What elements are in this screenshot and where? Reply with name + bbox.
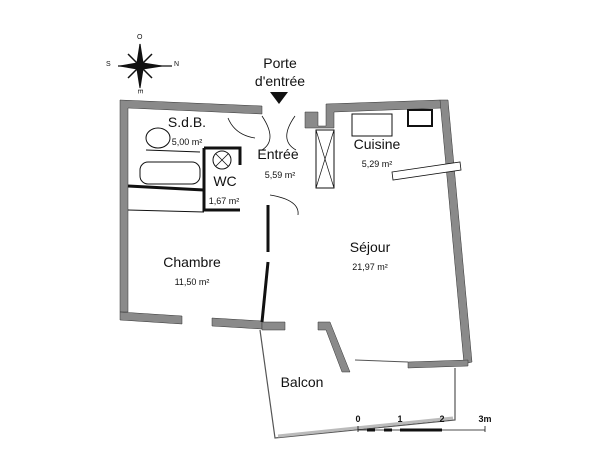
scale-tick-2: 2 bbox=[439, 414, 445, 424]
entrance-label-line1: Porte bbox=[263, 55, 297, 71]
scale-bar bbox=[357, 426, 486, 432]
room-area-sdb: 5,00 m² bbox=[171, 137, 203, 147]
room-area-wc: 1,67 m² bbox=[208, 196, 240, 206]
room-name-entree: Entrée bbox=[257, 146, 299, 162]
room-area-entree: 5,59 m² bbox=[264, 170, 296, 180]
compass-east: E bbox=[135, 89, 143, 94]
scale-tick-0: 0 bbox=[355, 414, 361, 424]
room-name-cuisine: Cuisine bbox=[353, 136, 401, 152]
scale-tick-3m: 3m bbox=[478, 414, 492, 424]
scale-tick-1: 1 bbox=[397, 414, 403, 424]
compass-rose-icon bbox=[118, 43, 172, 89]
entrance-arrow-icon bbox=[270, 92, 288, 104]
room-name-balcon: Balcon bbox=[280, 374, 324, 390]
entrance-label-line2: d'entrée bbox=[254, 73, 306, 89]
compass-west: O bbox=[137, 34, 143, 41]
room-area-chambre: 11,50 m² bbox=[174, 277, 210, 287]
room-name-chambre: Chambre bbox=[163, 254, 221, 270]
room-name-wc: WC bbox=[213, 173, 237, 189]
room-name-sdb: S.d.B. bbox=[167, 114, 207, 130]
compass-south: S bbox=[106, 61, 111, 68]
balcony-outline bbox=[259, 329, 456, 439]
interior-partitions bbox=[127, 109, 462, 323]
entrance-label: Porte d'entrée bbox=[255, 54, 305, 90]
room-area-cuisine: 5,29 m² bbox=[361, 159, 393, 169]
compass-north: N bbox=[174, 61, 180, 68]
room-name-sejour: Séjour bbox=[349, 239, 391, 255]
room-area-sejour: 21,97 m² bbox=[352, 262, 388, 272]
